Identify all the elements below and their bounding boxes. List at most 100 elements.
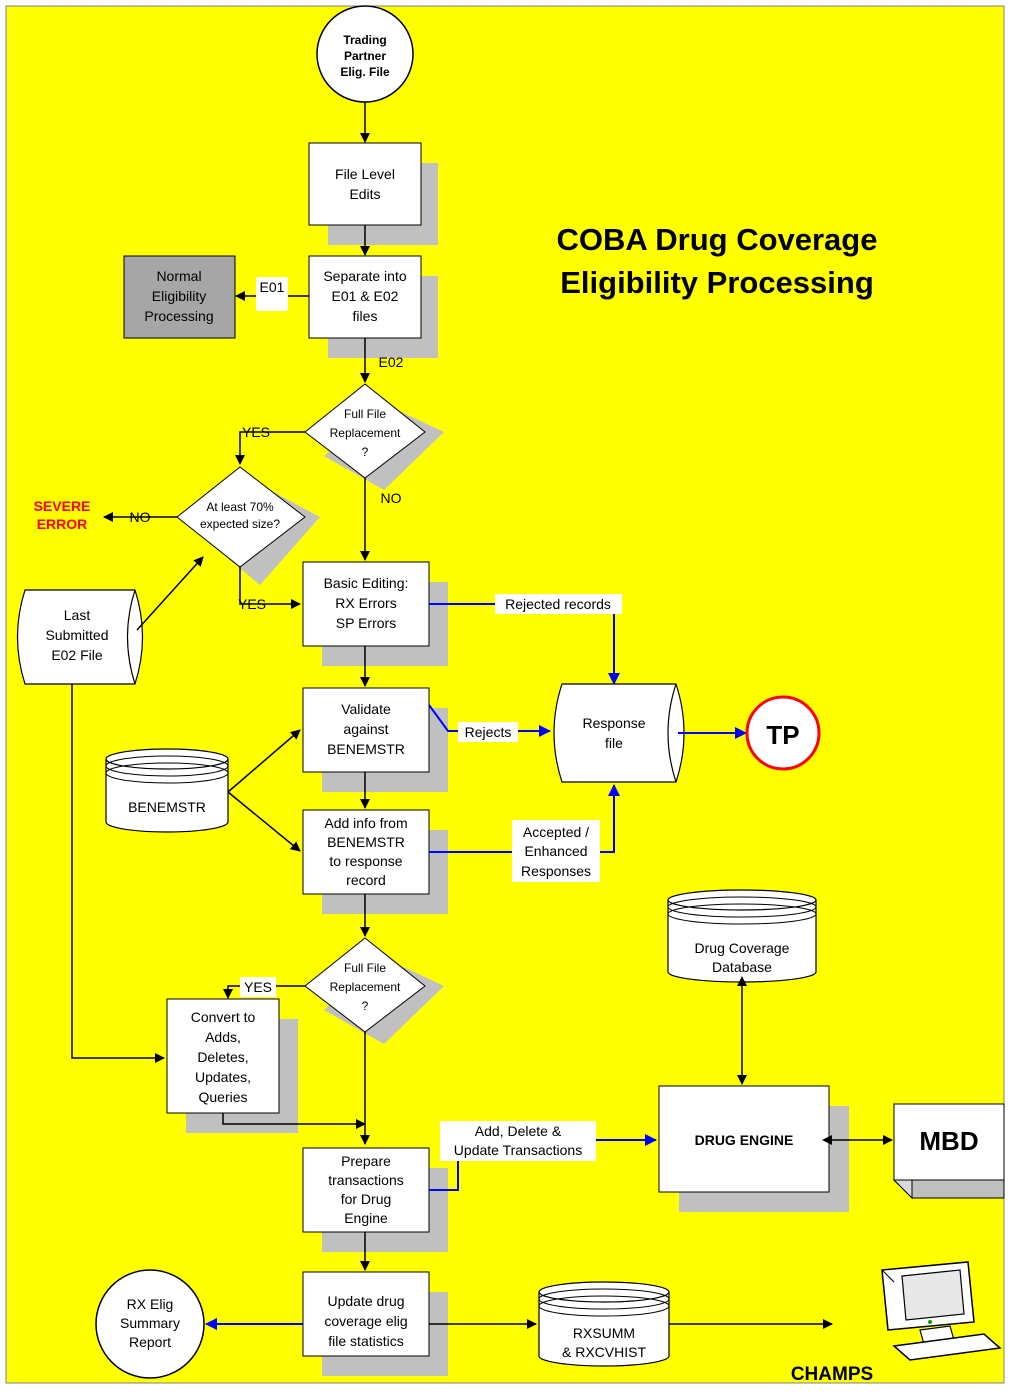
at-least-70-decision: At least 70% expected size? [176, 466, 320, 585]
svg-text:Update drug: Update drug [327, 1293, 404, 1309]
accepted-label-bg [512, 820, 600, 882]
svg-text:coverage elig: coverage elig [324, 1313, 407, 1329]
svg-text:Processing: Processing [144, 308, 213, 324]
svg-text:Queries: Queries [198, 1089, 247, 1105]
basic-editing-box: Basic Editing: RX Errors SP Errors [302, 561, 448, 666]
svg-text:to response: to response [329, 853, 402, 869]
e01-label-bg [256, 277, 288, 311]
svg-text:Last: Last [64, 607, 91, 623]
rejects-label-bg [458, 722, 518, 742]
tp-terminator: TP [745, 695, 821, 771]
normal-eligibility-box: Normal Eligibility Processing [123, 255, 236, 339]
svg-text:Prepare: Prepare [341, 1153, 391, 1169]
svg-text:E02 File: E02 File [51, 647, 103, 663]
drug-coverage-database: Drug Coverage Database [667, 889, 817, 983]
svg-text:MBD: MBD [919, 1126, 978, 1156]
rejects-label: Rejects [465, 724, 512, 740]
svg-text:TP: TP [766, 720, 799, 750]
svg-text:Separate into: Separate into [323, 268, 406, 284]
champs-label: CHAMPS [791, 1364, 873, 1385]
svg-text:Convert to: Convert to [191, 1009, 256, 1025]
full-file-replacement-decision-1: Full File Replacement ? [304, 383, 444, 490]
prepare-transactions-box: Prepare transactions for Drug Engine [302, 1147, 448, 1252]
severe-error-line2: ERROR [37, 516, 88, 532]
svg-text:RX Errors: RX Errors [335, 595, 396, 611]
svg-text:Replacement: Replacement [330, 426, 401, 440]
svg-text:BENEMSTR: BENEMSTR [327, 741, 405, 757]
rxsumm-database: RXSUMM & RXCVHIST [538, 1281, 670, 1367]
svg-text:Replacement: Replacement [330, 980, 401, 994]
svg-text:?: ? [362, 445, 369, 459]
last-submitted-e02-file: Last Submitted E02 File [16, 589, 144, 685]
svg-text:& RXCVHIST: & RXCVHIST [562, 1344, 646, 1360]
mbd-box: MBD [892, 1102, 1005, 1200]
e02-label: E02 [379, 354, 404, 370]
svg-text:Drug Coverage: Drug Coverage [695, 940, 790, 956]
svg-text:expected size?: expected size? [200, 517, 280, 531]
svg-text:File Level: File Level [335, 166, 395, 182]
add-delete-label-line2: Update Transactions [454, 1142, 582, 1158]
svg-text:BENEMSTR: BENEMSTR [128, 799, 206, 815]
file-level-edits-box: File Level Edits [308, 142, 438, 245]
rejected-records-label: Rejected records [505, 596, 611, 612]
rejected-records-label-bg [495, 594, 622, 614]
svg-text:Deletes,: Deletes, [197, 1049, 248, 1065]
title-line1: COBA Drug Coverage [557, 222, 878, 257]
svg-text:Response: Response [582, 715, 645, 731]
title-line2: Eligibility Processing [560, 265, 874, 300]
svg-text:?: ? [362, 999, 369, 1013]
svg-text:Normal: Normal [156, 268, 201, 284]
drug-engine-box: DRUG ENGINE [658, 1085, 849, 1212]
accepted-label-line1: Accepted / [523, 824, 589, 840]
separate-files-box: Separate into E01 & E02 files [308, 255, 438, 358]
svg-text:Trading: Trading [343, 33, 386, 47]
computer-monitor-icon [881, 1261, 1002, 1361]
svg-text:Basic Editing:: Basic Editing: [324, 575, 409, 591]
e01-label: E01 [260, 279, 285, 295]
no-label-severe: NO [130, 509, 151, 525]
svg-text:record: record [346, 872, 386, 888]
svg-text:Updates,: Updates, [195, 1069, 251, 1085]
svg-text:Report: Report [129, 1334, 171, 1350]
update-statistics-box: Update drug coverage elig file statistic… [302, 1271, 448, 1376]
svg-text:file: file [605, 735, 623, 751]
svg-text:DRUG ENGINE: DRUG ENGINE [695, 1132, 794, 1148]
background [5, 5, 1005, 1384]
svg-text:Edits: Edits [349, 186, 380, 202]
trading-partner-start: Trading Partner Elig. File [316, 5, 414, 103]
rx-elig-summary-report: RX Elig Summary Report [95, 1269, 205, 1379]
svg-text:Add info from: Add info from [324, 815, 407, 831]
svg-text:Validate: Validate [341, 701, 391, 717]
svg-text:for Drug: for Drug [341, 1191, 392, 1207]
svg-text:Full File: Full File [344, 961, 386, 975]
svg-text:Elig. File: Elig. File [340, 65, 390, 79]
validate-box: Validate against BENEMSTR [302, 687, 448, 792]
benemstr-database: BENEMSTR [105, 748, 229, 833]
svg-text:Summary: Summary [120, 1315, 180, 1331]
yes-label-1: YES [242, 424, 270, 440]
svg-text:E01 & E02: E01 & E02 [332, 288, 399, 304]
yes-label-70: YES [238, 596, 266, 612]
svg-text:Submitted: Submitted [45, 627, 108, 643]
accepted-label-line3: Responses [521, 863, 591, 879]
svg-text:RX Elig: RX Elig [127, 1296, 174, 1312]
severe-error-line1: SEVERE [34, 498, 91, 514]
svg-text:At least 70%: At least 70% [206, 500, 274, 514]
svg-text:Engine: Engine [344, 1210, 388, 1226]
svg-text:Full File: Full File [344, 407, 386, 421]
svg-text:RXSUMM: RXSUMM [573, 1325, 635, 1341]
svg-text:file statistics: file statistics [328, 1333, 403, 1349]
no-label-1: NO [381, 490, 402, 506]
add-info-box: Add info from BENEMSTR to response recor… [302, 809, 448, 914]
convert-box: Convert to Adds, Deletes, Updates, Queri… [166, 998, 298, 1133]
svg-text:files: files [353, 308, 378, 324]
svg-text:Database: Database [712, 959, 772, 975]
full-file-replacement-decision-2: Full File Replacement ? [304, 937, 444, 1044]
response-file: Response file [553, 683, 685, 783]
svg-text:against: against [343, 721, 388, 737]
svg-text:BENEMSTR: BENEMSTR [327, 834, 405, 850]
add-delete-label-bg [440, 1121, 596, 1161]
svg-text:Adds,: Adds, [205, 1029, 241, 1045]
